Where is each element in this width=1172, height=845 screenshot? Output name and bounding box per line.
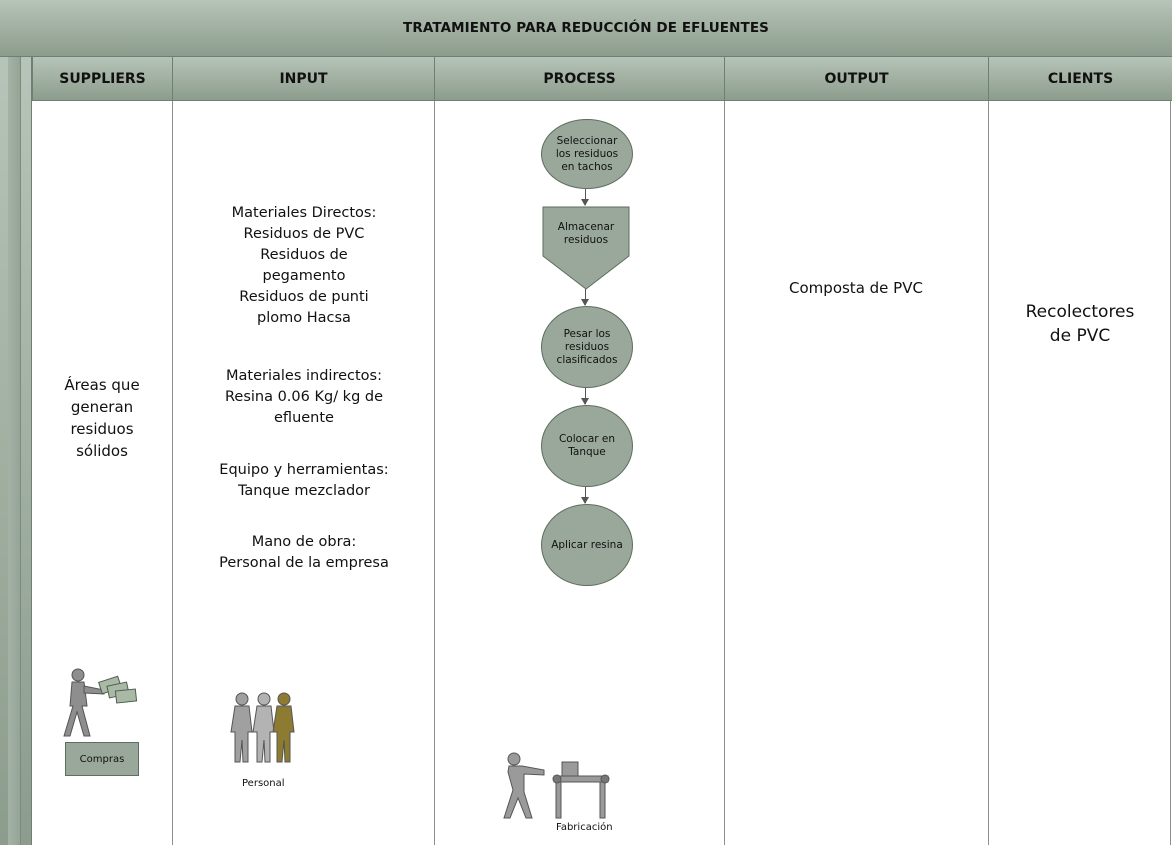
input-line: Tanque mezclador: [237, 483, 371, 499]
process-step-weigh: Pesar los residuos clasificados: [541, 306, 633, 388]
input-line: efluente: [274, 410, 334, 426]
input-line: Mano de obra:: [251, 534, 357, 550]
input-line: Materiales indirectos:: [226, 368, 382, 384]
fabricacion-label: Fabricación: [556, 822, 613, 833]
step-line: los residuos: [555, 147, 619, 160]
step-line: Tanque: [568, 446, 606, 458]
diagram-title: TRATAMIENTO PARA REDUCCIÓN DE EFLUENTES: [403, 20, 769, 36]
input-line: Residuos de punti: [239, 289, 369, 305]
clients-line: Recolectores: [1025, 302, 1135, 322]
input-line: Equipo y herramientas:: [219, 462, 389, 478]
worker-machine-icon: [503, 752, 610, 819]
header-clients: CLIENTS: [988, 57, 1172, 101]
step-line: en tachos: [561, 160, 613, 173]
process-step-store-shape: [542, 206, 630, 290]
step-line: Colocar en: [558, 433, 616, 445]
suppliers-line: residuos: [70, 420, 134, 438]
suppliers-line: sólidos: [76, 442, 128, 460]
people-group-icon: [230, 692, 295, 763]
column-divider: [724, 101, 725, 845]
input-line: pegamento: [262, 268, 346, 284]
input-line: Residuos de PVC: [243, 226, 365, 242]
flow-arrow: [581, 487, 589, 504]
compras-box: Compras: [65, 742, 139, 776]
process-step-resin: Aplicar resina: [541, 504, 633, 586]
diagram-title-bar: TRATAMIENTO PARA REDUCCIÓN DE EFLUENTES: [0, 0, 1172, 57]
clients-text: Recolectores de PVC: [992, 300, 1168, 348]
input-line: Residuos de: [260, 247, 348, 263]
step-line: Pesar los: [563, 327, 611, 340]
input-line: Resina 0.06 Kg/ kg de: [224, 389, 384, 405]
suppliers-line: generan: [70, 398, 134, 416]
input-direct-materials: Materiales Directos: Residuos de PVC Res…: [180, 203, 428, 329]
clients-line: de PVC: [1049, 326, 1111, 346]
column-divider: [988, 101, 989, 845]
input-indirect-materials: Materiales indirectos: Resina 0.06 Kg/ k…: [180, 366, 428, 429]
output-text: Composta de PVC: [789, 279, 923, 297]
input-line: Personal de la empresa: [219, 555, 389, 571]
column-divider: [434, 101, 435, 845]
process-step-tank: Colocar en Tanque: [541, 405, 633, 487]
process-step-select: Seleccionar los residuos en tachos: [541, 119, 633, 189]
suppliers-text: Áreas que generan residuos sólidos: [38, 374, 166, 462]
step-line: residuos: [563, 234, 609, 246]
compras-label: Compras: [79, 753, 125, 765]
input-line: plomo Hacsa: [257, 310, 351, 326]
personal-label: Personal: [242, 778, 285, 789]
header-process: PROCESS: [434, 57, 724, 101]
column-divider: [1170, 101, 1171, 845]
input-labor: Mano de obra: Personal de la empresa: [180, 532, 428, 574]
header-suppliers: SUPPLIERS: [32, 57, 172, 101]
flow-arrow: [581, 289, 589, 306]
step-line: Aplicar resina: [551, 538, 623, 551]
flow-arrow: [581, 388, 589, 405]
step-line: Seleccionar: [556, 134, 618, 147]
step-line: Almacenar: [557, 221, 615, 233]
step-line: residuos: [564, 340, 610, 353]
left-swimlane-strip: [0, 57, 32, 845]
step-line: clasificados: [556, 353, 618, 366]
column-divider: [172, 101, 173, 845]
strip-inner-band: [8, 57, 21, 845]
flow-arrow: [581, 189, 589, 206]
suppliers-line: Áreas que: [64, 376, 140, 394]
input-equipment: Equipo y herramientas: Tanque mezclador: [180, 460, 428, 502]
header-output: OUTPUT: [724, 57, 988, 101]
header-input: INPUT: [172, 57, 434, 101]
person-money-icon: [63, 668, 138, 737]
input-line: Materiales Directos:: [231, 205, 377, 221]
process-step-store: Almacenar residuos: [542, 221, 630, 247]
